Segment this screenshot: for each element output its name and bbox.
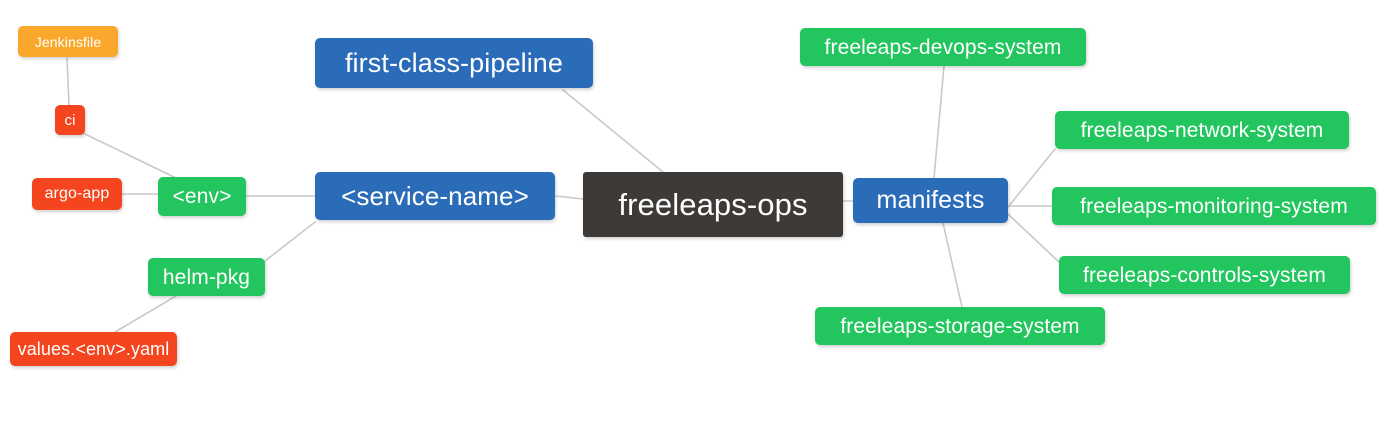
- node-service-name[interactable]: <service-name>: [315, 172, 555, 220]
- edge-first-class-pipeline-to-freeleaps-ops: [562, 89, 664, 173]
- node-freeleaps-devops-system[interactable]: freeleaps-devops-system: [800, 28, 1086, 66]
- node-env[interactable]: <env>: [158, 177, 246, 216]
- edge-helm-pkg-to-values-env-yaml: [114, 295, 177, 333]
- node-freeleaps-controls-system[interactable]: freeleaps-controls-system: [1059, 256, 1350, 294]
- node-argo-app[interactable]: argo-app: [32, 178, 122, 210]
- edge-manifests-to-freeleaps-storage-system: [942, 222, 963, 308]
- node-helm-pkg[interactable]: helm-pkg: [148, 258, 265, 296]
- edge-service-name-to-helm-pkg: [264, 221, 316, 262]
- node-manifests[interactable]: manifests: [853, 178, 1008, 223]
- node-values-env-yaml[interactable]: values.<env>.yaml: [10, 332, 177, 366]
- node-ci[interactable]: ci: [55, 105, 85, 135]
- node-freeleaps-network-system[interactable]: freeleaps-network-system: [1055, 111, 1349, 149]
- edge-manifests-to-freeleaps-network-system: [1007, 148, 1056, 208]
- node-first-class-pipeline[interactable]: first-class-pipeline: [315, 38, 593, 88]
- edge-ci-to-jenkinsfile: [66, 57, 70, 106]
- node-jenkinsfile[interactable]: Jenkinsfile: [18, 26, 118, 57]
- edge-manifests-to-freeleaps-devops-system: [933, 65, 945, 179]
- node-freeleaps-monitoring-system[interactable]: freeleaps-monitoring-system: [1052, 187, 1376, 225]
- edge-env-to-ci: [84, 133, 177, 179]
- edge-service-name-to-freeleaps-ops: [555, 195, 584, 200]
- node-freeleaps-storage-system[interactable]: freeleaps-storage-system: [815, 307, 1105, 345]
- node-freeleaps-ops[interactable]: freeleaps-ops: [583, 172, 843, 237]
